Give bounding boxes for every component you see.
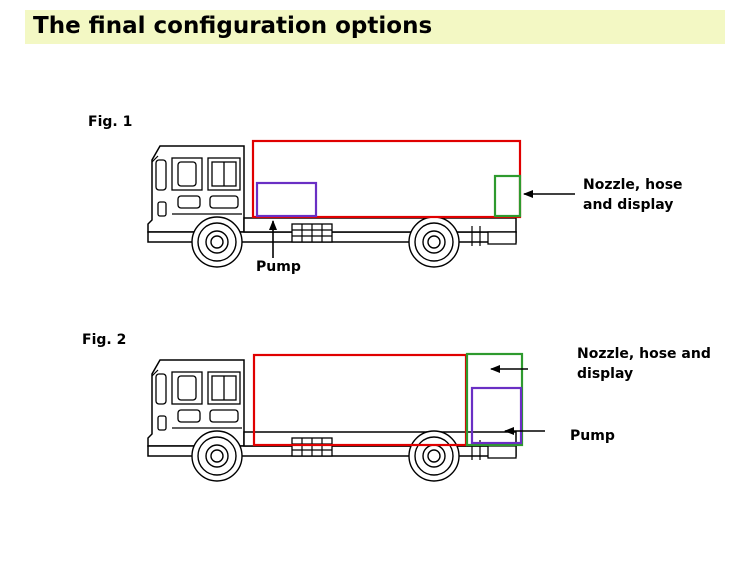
fig1-truck (148, 146, 516, 267)
figure-2: Fig. 2 Nozzle, hose and display Pump (82, 332, 711, 481)
title-bar: The final configuration options (25, 10, 725, 44)
fig2-pump-box (470, 386, 523, 445)
fig1-nozzle-label-line2: and display (583, 197, 673, 213)
fig2-nozzle-label-line2: display (577, 366, 633, 382)
fig1-nozzle-label-line1: Nozzle, hose (583, 177, 683, 193)
fig2-label: Fig. 2 (82, 332, 126, 348)
fig2-truck (148, 360, 516, 481)
fig2-pump-label: Pump (570, 428, 615, 444)
fig1-pump-box (255, 181, 318, 218)
fig1-storage-box (251, 139, 522, 219)
fig1-nozzle-box (493, 174, 522, 218)
slide-title: The final configuration options (33, 13, 433, 39)
figure-1: Fig. 1 Nozzle, hose and display Pump (88, 114, 683, 275)
fig2-nozzle-label-line1: Nozzle, hose and (577, 346, 711, 362)
fig1-label: Fig. 1 (88, 114, 132, 130)
fig1-pump-label: Pump (256, 259, 301, 275)
